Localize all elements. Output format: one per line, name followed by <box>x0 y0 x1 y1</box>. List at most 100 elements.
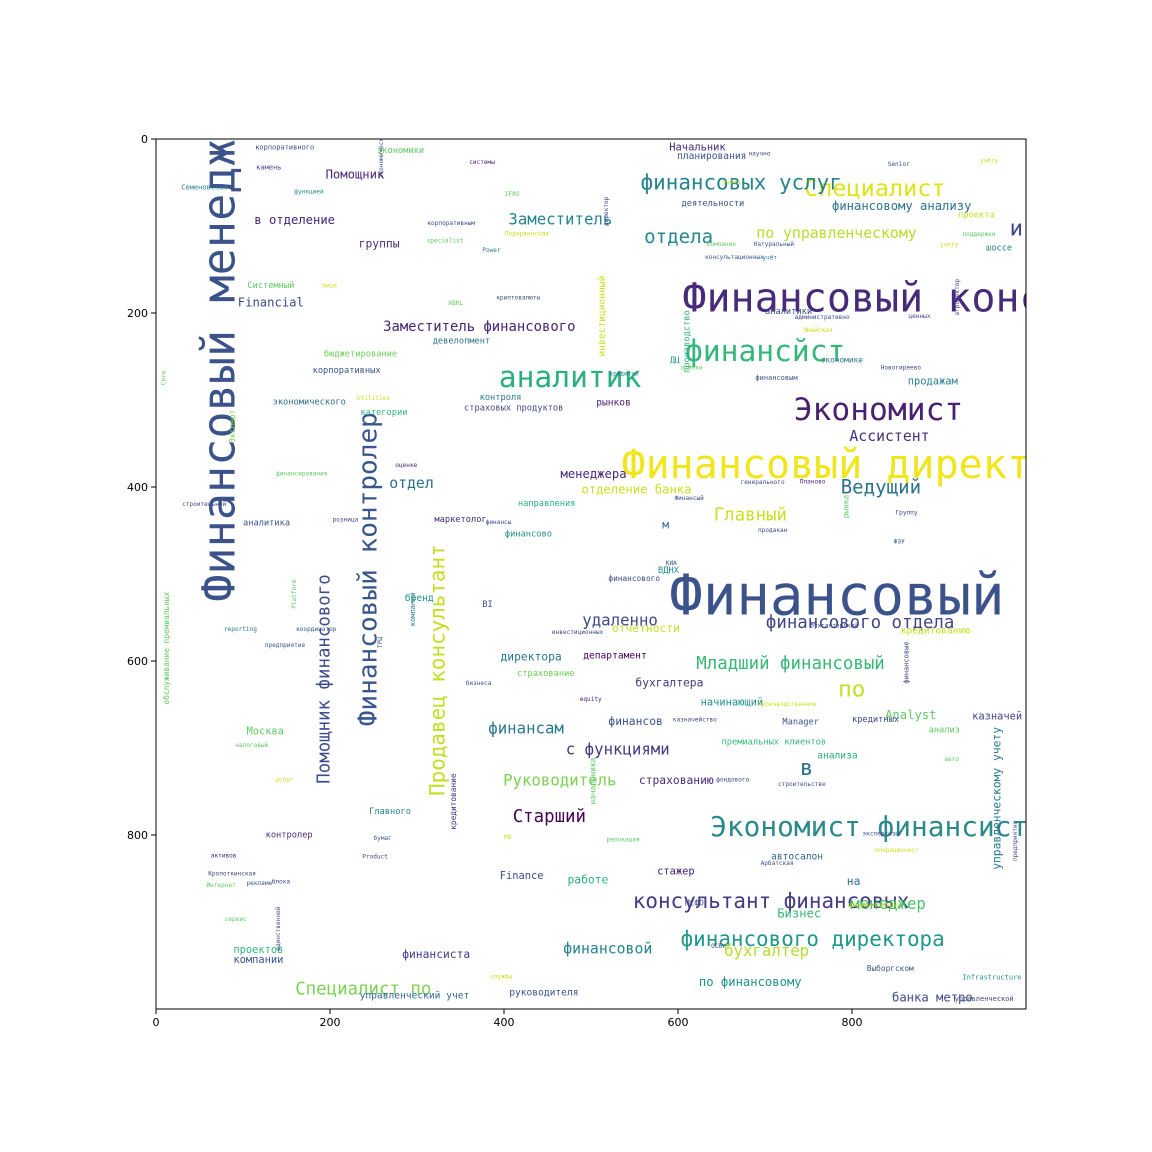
word-75: корпоративных <box>313 366 381 376</box>
word-140: Натуральный <box>754 240 795 248</box>
word-180: услуг <box>275 777 293 784</box>
word-39: отделение банка <box>581 483 691 497</box>
word-137: Перервинская <box>505 230 549 237</box>
word-91: анализа <box>817 751 857 762</box>
word-152: оценки <box>681 364 703 371</box>
word-76: экономического <box>273 397 346 407</box>
word-66: работе <box>568 873 609 886</box>
word-181: фондового <box>716 776 749 784</box>
word-110: обслуживание премиальных <box>162 592 171 705</box>
word-12: консультант финансовых <box>633 889 910 913</box>
word-27: удаленно <box>582 611 658 630</box>
word-0: Финансовый аналитик <box>669 564 1152 629</box>
word-21: Заместитель финансового <box>383 319 575 335</box>
word-173: предприятие <box>265 642 306 649</box>
word-20: Заместитель <box>508 210 612 229</box>
word-95: аналитики <box>765 307 812 317</box>
word-167: ФЭУ <box>894 538 905 545</box>
word-5: Экономист финансист <box>710 810 1028 843</box>
word-87: страхование <box>517 669 575 679</box>
word-22: отдела <box>644 225 713 248</box>
word-79: контроля <box>480 393 522 403</box>
y-tick-label-0: 0 <box>141 133 148 146</box>
word-56: Начальник <box>669 142 726 154</box>
word-69: Finance <box>500 870 544 882</box>
word-116: агросектор <box>954 279 961 316</box>
word-165: финансы <box>486 518 512 526</box>
word-149: ценных <box>909 313 931 320</box>
word-157: оценке <box>395 462 417 469</box>
word-40: Analyst <box>885 708 936 722</box>
word-11: Продавец консультант <box>426 544 450 796</box>
word-86: бренд <box>405 592 434 604</box>
word-50: департамент <box>583 651 647 662</box>
word-174: бизнеса <box>466 679 492 687</box>
word-130: IFRS <box>505 191 520 198</box>
word-3: Финансовый директор <box>622 442 1080 488</box>
word-23: по управленческому <box>756 225 916 242</box>
word-194: рекламе <box>247 880 273 887</box>
word-44: Помощник <box>326 168 385 182</box>
word-139: компания <box>707 241 736 248</box>
word-73: Системный <box>247 281 294 291</box>
word-94: экономике <box>821 356 864 365</box>
word-155: финансовым <box>755 374 798 382</box>
word-100: BI <box>482 600 492 610</box>
word-37: отдел <box>389 475 434 492</box>
word-160: Планово <box>800 478 826 485</box>
word-171: инвестиционных <box>552 629 604 636</box>
word-2: Финансовый консультант <box>682 276 1152 322</box>
word-117: компаний <box>409 592 417 626</box>
word-156: Utilities <box>357 395 390 402</box>
word-183: бумаг <box>374 834 392 842</box>
word-41: Бизнес <box>777 906 821 920</box>
word-59: проектов <box>233 944 283 956</box>
word-176: производственное <box>758 701 817 708</box>
word-97: проекта <box>958 210 995 220</box>
x-tick-label-1: 200 <box>320 1016 341 1029</box>
word-196: документооборот <box>848 901 903 909</box>
word-195: МСФО <box>685 899 704 908</box>
word-53: финансов <box>608 715 662 728</box>
word-32: Специалист по <box>295 979 431 999</box>
word-179: авто <box>944 756 959 763</box>
word-52: отчетности <box>612 622 680 635</box>
word-159: генерального <box>741 479 785 486</box>
word-111: кредитование <box>449 773 458 830</box>
word-125: корпоративного <box>255 143 314 151</box>
word-188: активов <box>211 852 237 859</box>
word-49: директора <box>501 651 562 664</box>
x-tick-label-2: 400 <box>494 1016 515 1029</box>
word-83: маркетолог <box>434 515 486 525</box>
word-138: Power <box>482 247 501 254</box>
word-62: управленческий учет <box>360 990 470 1002</box>
word-148: административно <box>795 314 850 321</box>
word-101: ВДНХ <box>658 566 680 576</box>
word-89: кредитных <box>852 715 899 725</box>
word-70: Главного <box>369 807 411 817</box>
word-77: категории <box>360 408 407 418</box>
word-158: финансирования <box>276 470 327 478</box>
word-17: Ведущий <box>841 476 921 499</box>
word-29: с функциями <box>566 739 670 758</box>
word-129: системы <box>469 159 495 166</box>
word-51: бухгалтера <box>635 677 703 690</box>
word-43: по финансовому <box>699 975 802 989</box>
word-65: казначей <box>972 711 1022 723</box>
word-45: в отделение <box>254 213 335 227</box>
word-81: девелопмент <box>433 337 491 347</box>
word-199: службы <box>490 972 512 980</box>
word-105: Infrastructure <box>963 973 1022 981</box>
word-9: Специалист <box>804 174 945 202</box>
word-107: инвестиционный <box>596 276 608 357</box>
word-68: на <box>847 875 861 888</box>
word-1: Финансовый менеджер <box>193 85 246 602</box>
word-36: и <box>1010 216 1024 242</box>
word-58: Москва <box>247 725 285 737</box>
word-13: финансового директора <box>681 927 945 951</box>
word-88: премиальных клиентов <box>722 738 827 748</box>
word-185: релокация <box>607 837 640 844</box>
word-147: XBRL <box>448 300 463 307</box>
word-67: стажер <box>657 865 695 877</box>
word-64: начинающий <box>701 697 764 709</box>
